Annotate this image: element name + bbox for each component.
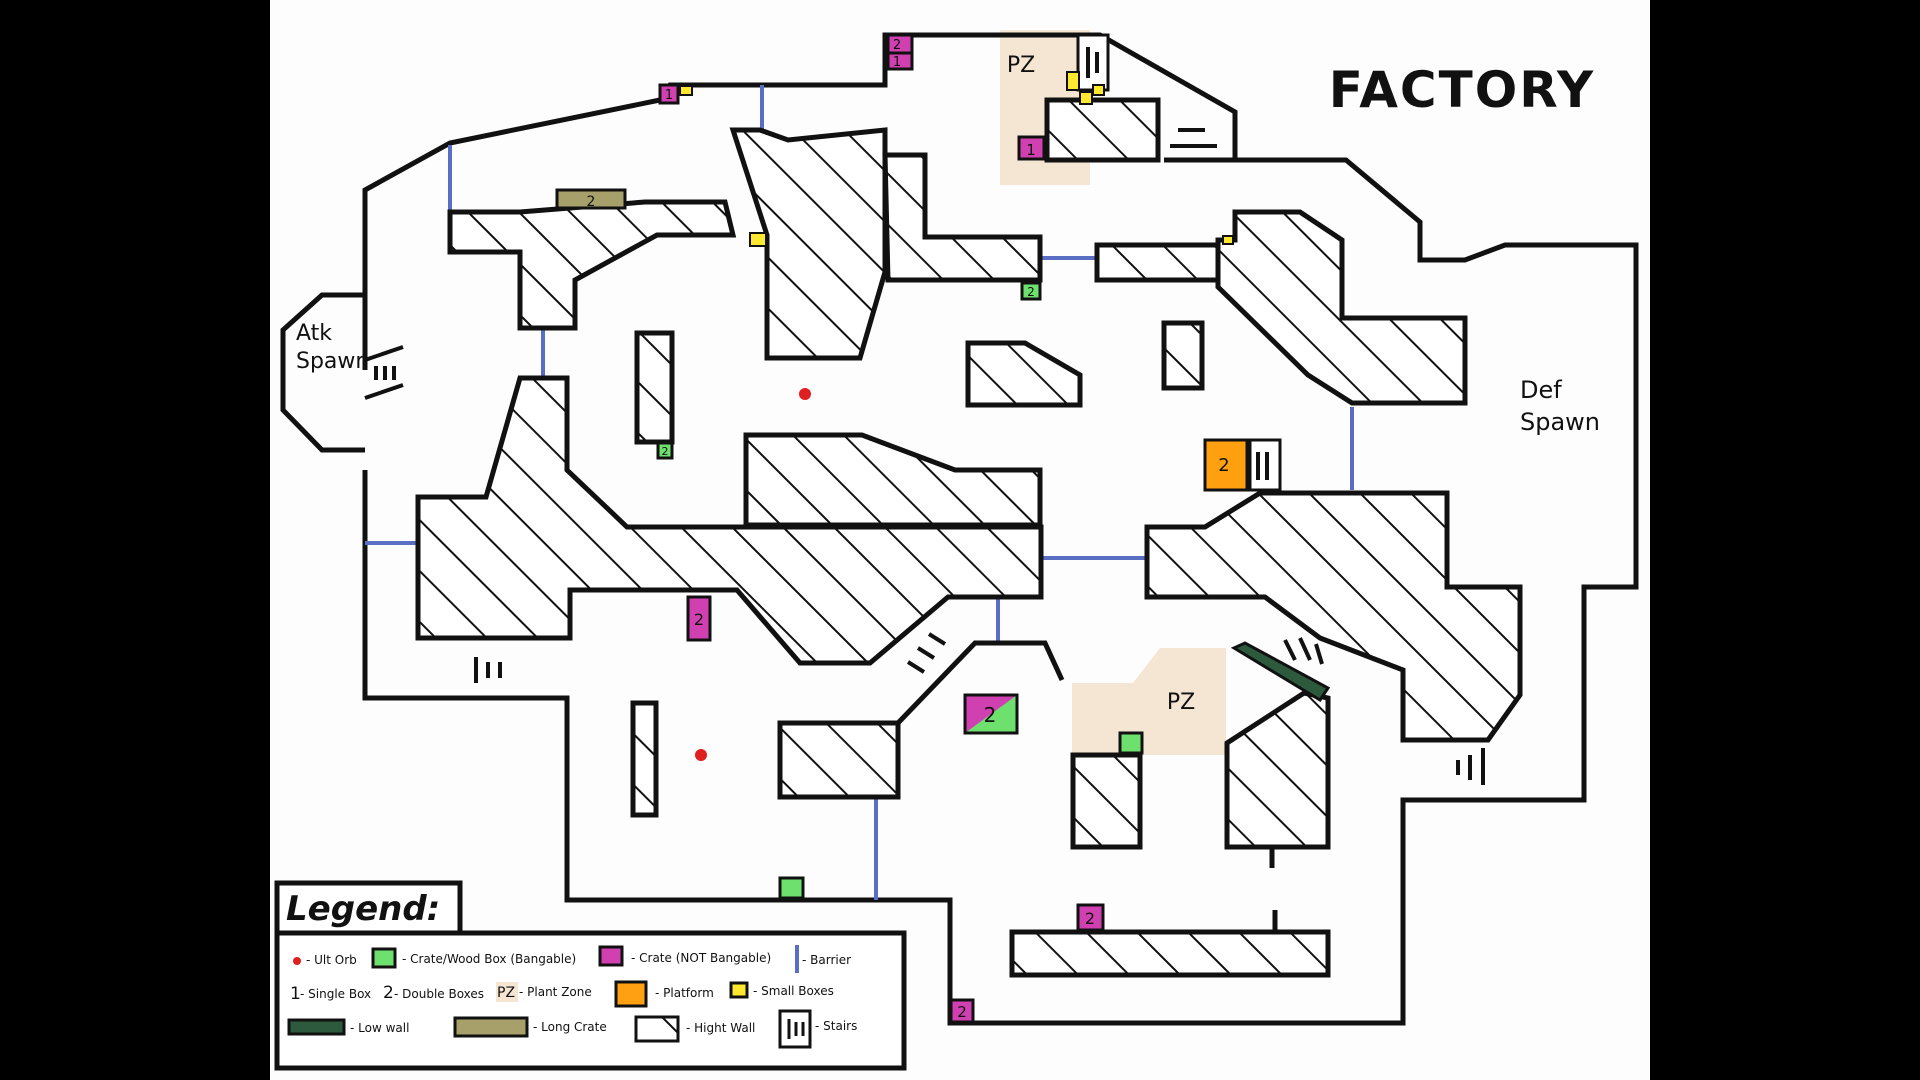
stairs — [364, 33, 1485, 785]
legend-title: Legend: — [286, 889, 440, 929]
high-wall — [1161, 320, 1205, 391]
legend-stairs: - Stairs — [815, 1019, 857, 1033]
legend-plant-zone: - Plant Zone — [519, 985, 592, 999]
high-wall — [415, 375, 1044, 666]
svg-text:2: 2 — [1027, 285, 1035, 299]
stairs-mid-left — [474, 657, 502, 683]
stairs-pz-a — [1076, 33, 1110, 92]
crate-not-bangable — [949, 998, 975, 1024]
crate-not-bangable — [886, 51, 914, 71]
legend-title-box — [274, 880, 463, 936]
stairs-atk — [364, 345, 404, 400]
ult-orb — [695, 749, 707, 761]
def-spawn-label-1: Def — [1520, 376, 1562, 404]
legend-long-crate-swatch — [453, 1016, 529, 1038]
legend: Legend: - Ult Orb - Crate/Wood Box (Bang… — [274, 880, 907, 1071]
plant-zone-b-area — [1072, 648, 1226, 755]
platform-label: 2 — [1218, 455, 1229, 476]
legend-ult-orb-swatch — [293, 957, 301, 965]
inner-wall-lines — [896, 157, 1278, 932]
barriers — [365, 85, 1354, 900]
legend-double-boxes: - Double Boxes — [394, 987, 484, 1001]
legend-plant-zone-swatch — [496, 982, 518, 1002]
crate-bangable — [1118, 731, 1144, 755]
stairs-b-top — [1283, 637, 1324, 665]
crate-not-bangable — [686, 595, 712, 642]
crate-not-bangable — [1017, 135, 1046, 161]
long-crate — [555, 188, 627, 210]
small-box — [1092, 84, 1105, 96]
platform — [1203, 438, 1249, 492]
crate-bangable — [656, 441, 674, 460]
high-wall — [1009, 929, 1331, 978]
high-wall — [1224, 690, 1331, 850]
legend-high-wall-swatch — [634, 1015, 680, 1043]
title: FACTORY — [1329, 61, 1595, 119]
small-box — [679, 85, 693, 96]
high-wall — [965, 340, 1083, 408]
atk-spawn-label-2: Spawn — [296, 349, 369, 374]
legend-plant-zone-key: PZ — [497, 985, 515, 1001]
high-wall — [634, 330, 675, 445]
svg-text:2: 2 — [662, 445, 669, 458]
atk-spawn-label-1: Atk — [296, 321, 332, 346]
small-box — [749, 232, 767, 247]
crate-bangable — [778, 876, 805, 900]
legend-ult-orb: - Ult Orb — [306, 953, 357, 967]
stairs-mid — [906, 632, 947, 674]
high-wall — [777, 720, 901, 800]
legend-long-crate: - Long Crate — [533, 1020, 607, 1034]
legend-small-boxes: - Small Boxes — [753, 984, 834, 998]
legend-crate-bangable-swatch — [371, 947, 397, 969]
high-wall — [1215, 209, 1468, 406]
legend-platform-swatch — [614, 980, 648, 1008]
legend-crate-not-bangable: - Crate (NOT Bangable) — [631, 951, 771, 965]
crates-bangable: 2 2 — [656, 281, 1144, 900]
legend-single-box-key: 1 — [290, 984, 301, 1004]
svg-text:1: 1 — [665, 88, 673, 103]
high-wall — [1070, 752, 1143, 850]
mixed-crate: 2 — [963, 693, 1019, 735]
long-crate-label: 2 — [587, 194, 596, 210]
svg-text:2: 2 — [984, 703, 997, 727]
svg-text:2: 2 — [893, 38, 901, 53]
legend-low-wall-swatch — [287, 1018, 346, 1036]
crate-bangable — [1020, 281, 1042, 301]
map-outline — [280, 32, 1639, 1026]
crate-not-bangable — [1076, 903, 1105, 932]
crates-not-bangable: 2 1 1 1 2 2 2 — [658, 33, 1105, 1024]
small-box — [1079, 91, 1093, 105]
plant-zone-a-label: PZ — [1007, 53, 1035, 78]
legend-crate-not-bangable-swatch — [598, 945, 624, 967]
high-wall — [729, 127, 888, 361]
high-wall — [630, 700, 659, 818]
stairs-top-right — [1170, 128, 1217, 148]
legend-crate-bangable: - Crate/Wood Box (Bangable) — [402, 952, 576, 966]
def-spawn-label-2: Spawn — [1520, 408, 1600, 436]
legend-single-box: - Single Box — [300, 987, 371, 1001]
svg-text:2: 2 — [1085, 909, 1095, 928]
legend-low-wall: - Low wall — [350, 1021, 409, 1035]
legend-barrier: - Barrier — [802, 953, 851, 967]
low-wall — [1230, 641, 1331, 703]
high-wall — [882, 152, 1043, 283]
legend-platform: - Platform — [655, 986, 714, 1000]
small-boxes — [679, 71, 1234, 247]
legend-double-box-key: 2 — [383, 983, 394, 1003]
svg-text:2: 2 — [694, 610, 704, 629]
legend-small-boxes-swatch — [729, 981, 749, 999]
small-box — [1222, 235, 1234, 245]
plant-zone-b-label: PZ — [1167, 690, 1195, 715]
high-wall — [1044, 97, 1161, 163]
ult-orb — [799, 388, 811, 400]
small-box — [1066, 71, 1080, 91]
svg-text:2: 2 — [957, 1003, 967, 1021]
svg-text:1: 1 — [1026, 141, 1036, 159]
svg-text:1: 1 — [893, 55, 901, 70]
legend-high-wall: - Hight Wall — [686, 1021, 755, 1035]
stairs-def-lower — [1456, 748, 1485, 785]
high-wall — [1144, 490, 1523, 743]
crate-not-bangable — [658, 83, 680, 105]
